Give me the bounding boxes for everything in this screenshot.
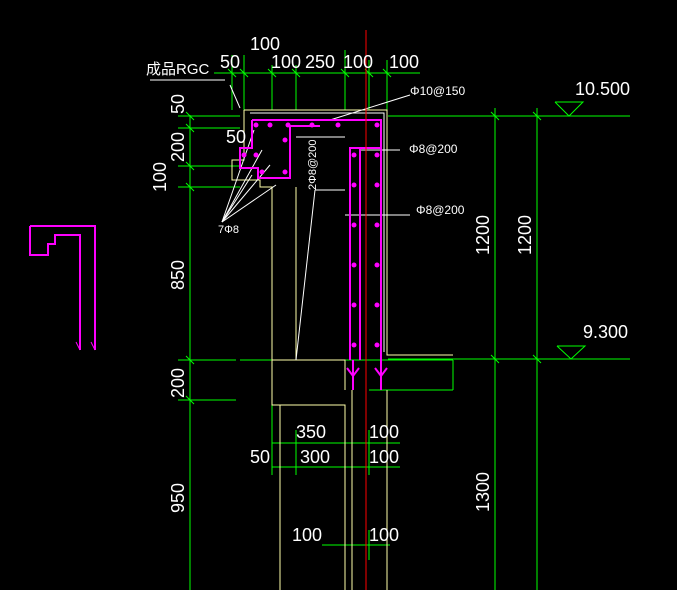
inner-lines	[150, 79, 411, 361]
right-dim-1200-a: 1200	[473, 215, 493, 255]
elevation-bottom: 9.300	[583, 322, 628, 342]
left-dim-100: 100	[150, 162, 170, 192]
bottom-dim-350: 350	[296, 422, 326, 442]
rebar-lines	[239, 119, 388, 390]
right-dim-1300: 1300	[473, 472, 493, 512]
corner-bars-label: 7Φ8	[218, 224, 239, 236]
left-dim-50: 50	[168, 94, 188, 114]
top-dim-100-c: 100	[389, 52, 419, 72]
bottom-dim-100-c: 100	[292, 525, 322, 545]
rebar-mid-label: Φ8@200	[409, 142, 458, 156]
top-dim-50: 50	[220, 52, 240, 72]
profile-ticks	[75, 341, 96, 351]
bottom-dim-100-b: 100	[369, 447, 399, 467]
bottom-dim-50: 50	[250, 447, 270, 467]
left-dim-200: 200	[168, 132, 188, 162]
product-label: 成品RGC	[146, 61, 210, 78]
left-dim-850: 850	[168, 260, 188, 290]
rebar-top-label: Φ10@150	[410, 84, 465, 98]
left-dim-950: 950	[168, 483, 188, 513]
bottom-dim-300: 300	[300, 447, 330, 467]
top-dim-100-b: 100	[343, 52, 373, 72]
elevation-top: 10.500	[575, 79, 630, 99]
bottom-dim-100-d: 100	[369, 525, 399, 545]
inner-dim-50: 50	[226, 127, 246, 147]
left-dim-200-b: 200	[168, 368, 188, 398]
bottom-dim-100-a: 100	[369, 422, 399, 442]
top-dim-250: 250	[305, 52, 335, 72]
right-dim-1200-b: 1200	[515, 215, 535, 255]
rebar-lower-label: Φ8@200	[416, 203, 465, 217]
rebar-dots	[241, 122, 380, 348]
top-dim-100-upper: 100	[250, 34, 280, 54]
top-dim-100-a: 100	[271, 52, 301, 72]
profile-sketch	[29, 225, 96, 350]
rebar-vertical-label: 2Φ8@200	[307, 139, 319, 190]
dimension-lines	[178, 50, 630, 590]
concrete-outline	[231, 109, 453, 590]
